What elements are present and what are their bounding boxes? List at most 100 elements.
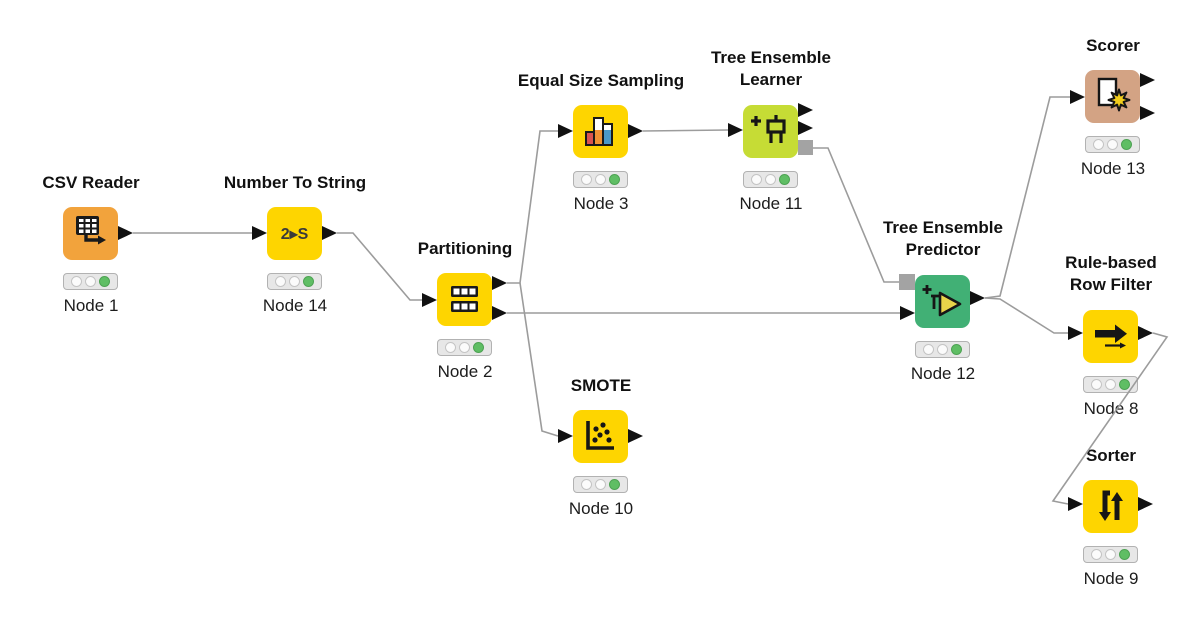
status-dot <box>289 276 300 287</box>
status-lights <box>743 171 798 188</box>
edge <box>984 297 1068 334</box>
status-lights <box>437 339 492 356</box>
status-dot <box>937 344 948 355</box>
status-dot <box>275 276 286 287</box>
model-output-port[interactable] <box>798 140 813 155</box>
node-id-label[interactable]: Node 13 <box>1080 159 1146 178</box>
status-dot-green <box>1121 139 1132 150</box>
node-scorer[interactable] <box>1085 70 1140 123</box>
node-sorter[interactable] <box>1083 480 1138 533</box>
bar-chart-icon <box>585 117 613 146</box>
node-smote[interactable] <box>573 410 628 463</box>
tree-predictor-icon <box>922 285 962 317</box>
status-dot-green <box>473 342 484 353</box>
node-title: Sorter <box>1085 446 1137 465</box>
output-port[interactable] <box>118 226 133 240</box>
edge <box>519 282 559 437</box>
node-title: Equal Size Sampling <box>517 71 685 90</box>
node-id-label[interactable]: Node 11 <box>739 194 803 213</box>
output-port[interactable] <box>628 429 643 443</box>
status-dot-green <box>1119 549 1130 560</box>
status-dot-green <box>303 276 314 287</box>
status-lights <box>1083 546 1138 563</box>
input-port[interactable] <box>558 124 573 138</box>
tree-learner-icon <box>751 115 786 143</box>
status-dot-green <box>779 174 790 185</box>
output-port[interactable] <box>798 121 813 135</box>
status-lights <box>63 273 118 290</box>
document-star-icon <box>1097 77 1131 112</box>
node-title: Partitioning <box>417 239 513 258</box>
table-export-icon <box>76 216 106 245</box>
status-dot <box>923 344 934 355</box>
status-dot <box>71 276 82 287</box>
input-port[interactable] <box>1068 326 1083 340</box>
input-port[interactable] <box>728 123 743 137</box>
output-port[interactable] <box>970 291 985 305</box>
split-table-icon <box>451 286 478 312</box>
output-port[interactable] <box>492 276 507 290</box>
status-dot <box>1105 549 1116 560</box>
sort-arrows-icon <box>1099 490 1123 521</box>
status-dot <box>765 174 776 185</box>
status-dot <box>581 479 592 490</box>
node-title: Rule-based Row Filter <box>1065 253 1157 294</box>
node-rule-based-row-filter[interactable] <box>1083 310 1138 363</box>
status-dot <box>1091 379 1102 390</box>
edge <box>642 129 729 132</box>
model-input-port[interactable] <box>899 274 915 290</box>
output-port[interactable] <box>1138 326 1153 340</box>
status-dot-green <box>1119 379 1130 390</box>
status-lights <box>573 476 628 493</box>
node-id-label[interactable]: Node 3 <box>573 194 629 213</box>
node-title: SMOTE <box>570 376 632 395</box>
input-port[interactable] <box>1068 497 1083 511</box>
node-partitioning[interactable] <box>437 273 492 326</box>
node-id-label[interactable]: Node 9 <box>1083 569 1139 588</box>
input-port[interactable] <box>900 306 915 320</box>
node-title: CSV Reader <box>42 173 140 192</box>
output-port[interactable] <box>628 124 643 138</box>
status-lights <box>915 341 970 358</box>
status-dot <box>459 342 470 353</box>
status-lights <box>1085 136 1140 153</box>
node-id-label[interactable]: Node 1 <box>63 296 119 315</box>
input-port[interactable] <box>558 429 573 443</box>
output-port[interactable] <box>1140 106 1155 120</box>
status-dot <box>1091 549 1102 560</box>
output-port[interactable] <box>1140 73 1155 87</box>
edge <box>813 147 899 283</box>
status-dot <box>445 342 456 353</box>
node-id-label[interactable]: Node 14 <box>262 296 328 315</box>
output-port[interactable] <box>322 226 337 240</box>
output-port[interactable] <box>1138 497 1153 511</box>
status-dot <box>595 479 606 490</box>
input-port[interactable] <box>422 293 437 307</box>
number-to-string-icon: 2▸S <box>280 225 309 243</box>
node-title: Scorer <box>1086 36 1140 55</box>
input-port[interactable] <box>1070 90 1085 104</box>
status-dot <box>751 174 762 185</box>
node-id-label[interactable]: Node 10 <box>568 499 634 518</box>
status-dot <box>595 174 606 185</box>
node-csv-reader[interactable] <box>63 207 118 260</box>
node-title: Tree Ensemble Predictor <box>882 218 1003 259</box>
node-id-label[interactable]: Node 12 <box>910 364 976 383</box>
node-number-to-string[interactable]: 2▸S <box>267 207 322 260</box>
status-dot <box>85 276 96 287</box>
node-title: Tree Ensemble Learner <box>710 48 831 89</box>
status-dot-green <box>609 479 620 490</box>
node-tree-ensemble-learner[interactable] <box>743 105 798 158</box>
scatter-plot-icon <box>586 421 614 450</box>
status-lights <box>1083 376 1138 393</box>
node-equal-size-sampling[interactable] <box>573 105 628 158</box>
node-id-label[interactable]: Node 8 <box>1083 399 1139 418</box>
output-port[interactable] <box>492 306 507 320</box>
status-dot <box>1107 139 1118 150</box>
status-dot-green <box>99 276 110 287</box>
node-tree-ensemble-predictor[interactable] <box>915 275 970 328</box>
node-id-label[interactable]: Node 2 <box>437 362 493 381</box>
output-port[interactable] <box>798 103 813 117</box>
input-port[interactable] <box>252 226 267 240</box>
